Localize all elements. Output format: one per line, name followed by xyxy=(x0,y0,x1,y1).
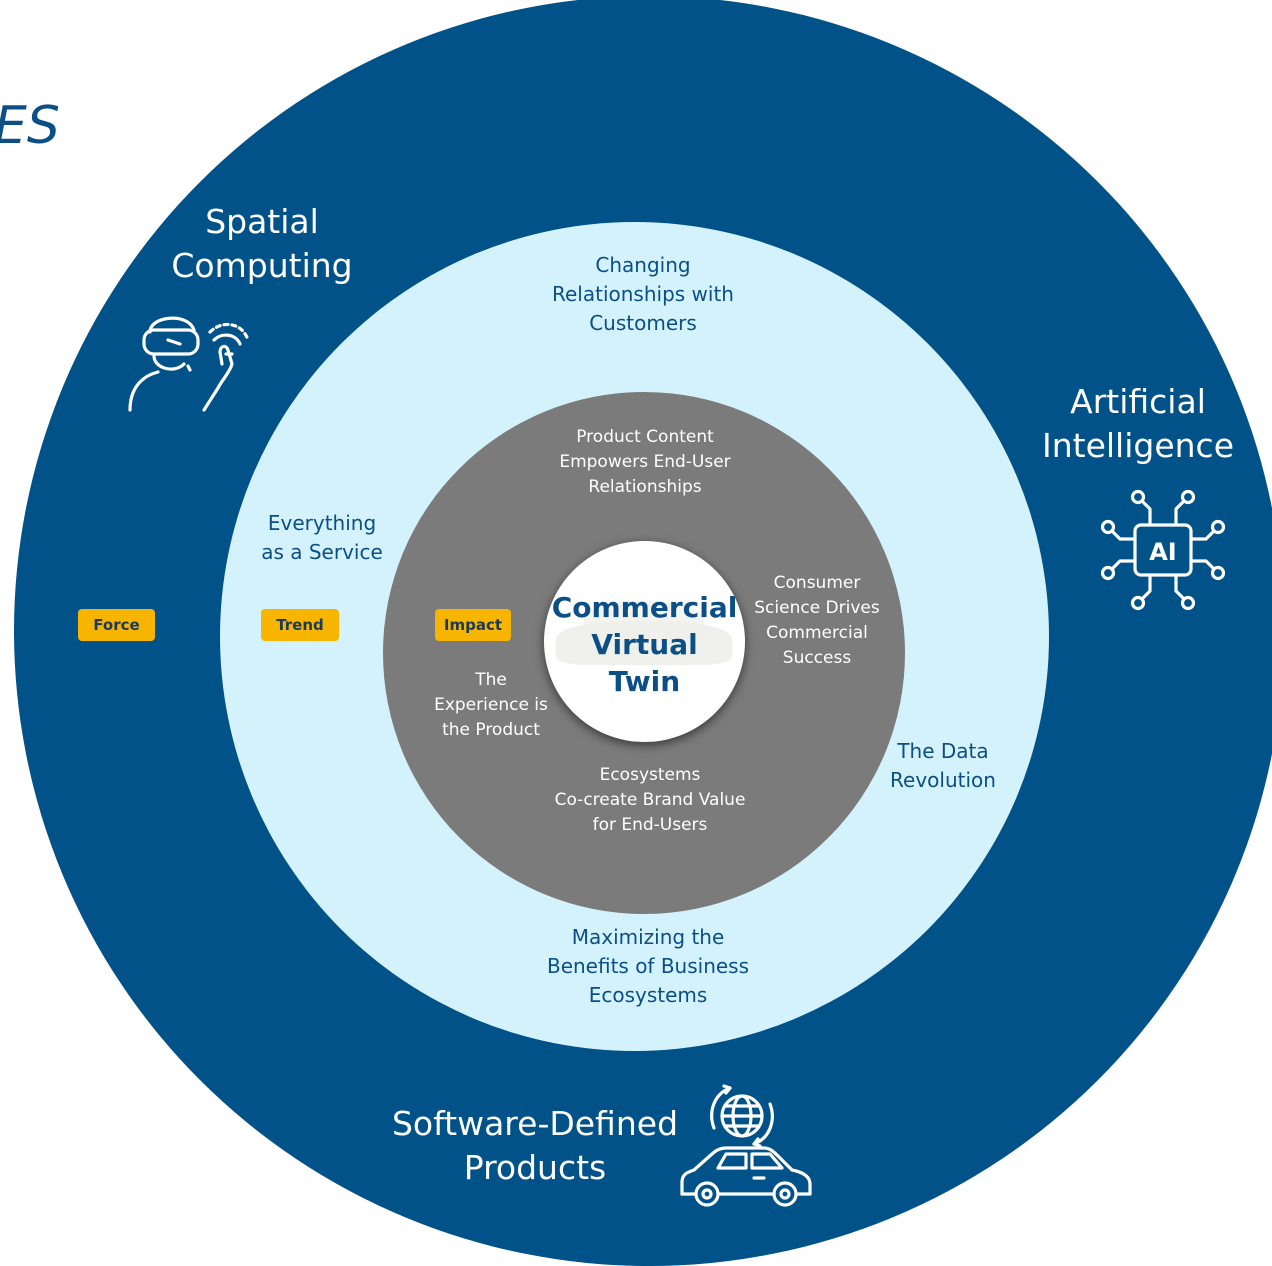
impact-ecosystems-brand: Ecosystems Co-create Brand Value for End… xyxy=(554,765,746,835)
vr-headset-user-icon xyxy=(128,316,250,412)
center-title: Commercial Virtual Twin xyxy=(551,591,738,698)
impact-tag: Impact xyxy=(435,609,511,641)
center-circle: Commercial Virtual Twin xyxy=(544,541,745,742)
force-spatial-computing: Spatial Computing xyxy=(171,202,353,285)
ai-chip-icon: AI xyxy=(1100,489,1226,611)
connected-car-globe-icon xyxy=(680,1084,812,1207)
car-image-body xyxy=(556,621,732,665)
svg-text:AI: AI xyxy=(1149,538,1177,566)
impact-product-content: Product Content Empowers End-User Relati… xyxy=(559,427,731,497)
page-heading-fragment: ES xyxy=(0,96,60,156)
force-software-defined-products: Software-Defined Products xyxy=(391,1104,679,1187)
force-artificial-intelligence: Artificial Intelligence xyxy=(1041,382,1234,465)
trend-maximizing-ecosystems: Maximizing the Benefits of Business Ecos… xyxy=(546,925,750,1007)
trend-data-revolution: The Data Revolution xyxy=(890,739,996,792)
trend-changing-relationships: Changing Relationships with Customers xyxy=(552,253,734,335)
trend-everything-as-a-service: Everything as a Service xyxy=(261,511,383,564)
force-tag: Force xyxy=(78,609,155,641)
trend-tag: Trend xyxy=(261,609,339,641)
impact-experience-product: The Experience is the Product xyxy=(434,670,548,740)
impact-consumer-science: Consumer Science Drives Commercial Succe… xyxy=(754,573,880,668)
